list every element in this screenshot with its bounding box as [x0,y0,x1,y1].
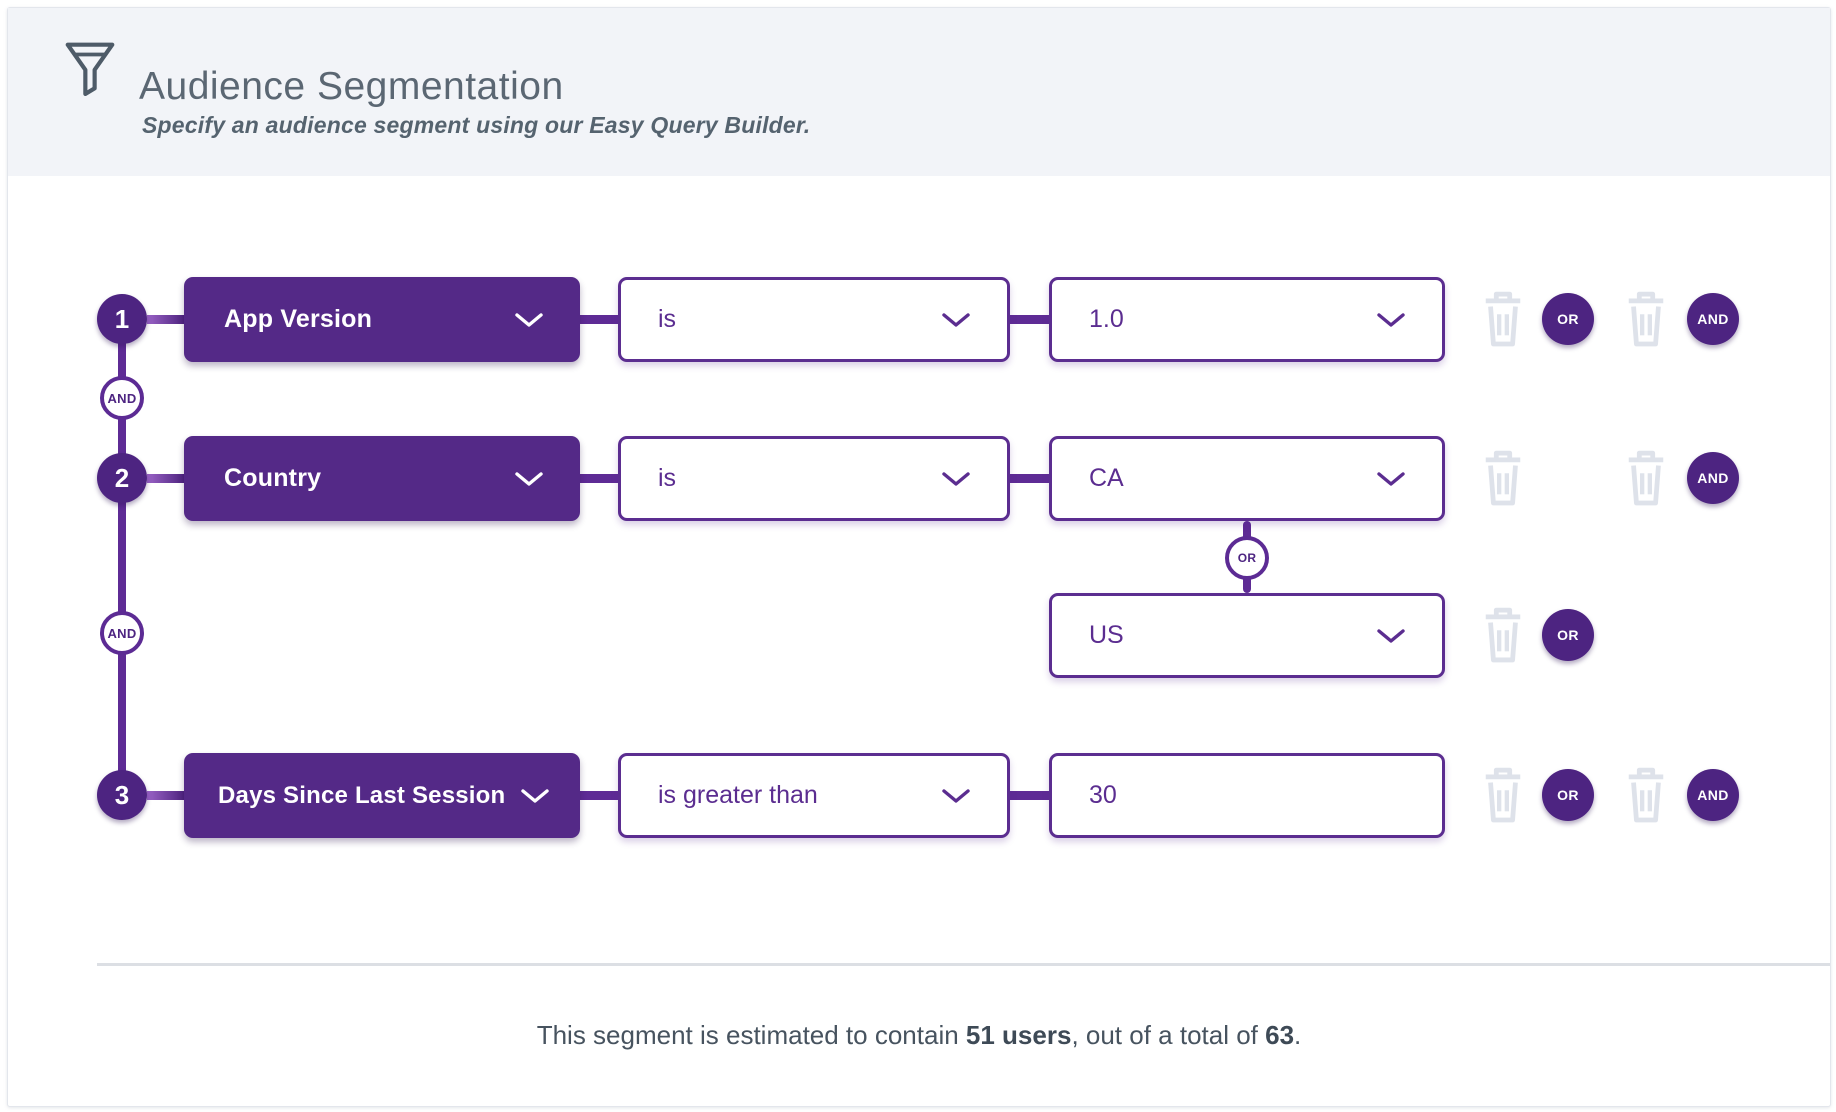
row-1-and-button[interactable]: AND [1687,293,1739,345]
extra-value-or-button[interactable]: OR [1542,609,1594,661]
row-3-value-input[interactable] [1049,753,1445,838]
row-2-delete-or-trash-icon[interactable] [1480,449,1526,509]
row-2-operator-select[interactable]: is [618,436,1010,521]
estimate-total-count: 63 [1265,1020,1295,1050]
row-3-operator-label: is greater than [658,781,818,809]
chevron-down-icon [514,471,544,487]
estimate-middle: , out of a total of [1071,1020,1266,1050]
row-3-field-label: Days Since Last Session [218,781,506,809]
footer-divider [97,963,1830,966]
row-3-operator-select[interactable]: is greater than [618,753,1010,838]
row-2-number-badge: 2 [97,453,147,503]
estimate-users-count: 51 users [965,1020,1072,1050]
row-3-delete-and-trash-icon[interactable] [1623,766,1669,826]
row-2-value-select[interactable]: CA [1049,436,1445,521]
row-1-delete-and-trash-icon[interactable] [1623,290,1669,350]
connector-line [147,315,184,324]
row-2-delete-and-trash-icon[interactable] [1623,449,1669,509]
row-1-field-label: App Version [224,305,373,333]
segment-estimate-text: This segment is estimated to contain 51 … [8,1020,1830,1051]
row-1-or-button[interactable]: OR [1542,293,1594,345]
connector-or-ca-us: OR [1225,536,1269,580]
connector-line [1010,315,1049,324]
row-1-operator-select[interactable]: is [618,277,1010,362]
row-1-operator-label: is [658,305,677,333]
chevron-down-icon [514,312,544,328]
connector-line [580,315,618,324]
chevron-down-icon [1376,628,1406,644]
audience-segmentation-panel: Audience Segmentation Specify an audienc… [7,7,1831,1107]
chevron-down-icon [520,788,550,804]
row-2-extra-value-select[interactable]: US [1049,593,1445,678]
row-3-and-button[interactable]: AND [1687,769,1739,821]
page-title: Audience Segmentation [139,65,564,108]
row-3-or-button[interactable]: OR [1542,769,1594,821]
row-1-delete-or-trash-icon[interactable] [1480,290,1526,350]
row-3-field-select[interactable]: Days Since Last Session [184,753,580,838]
connector-line [1010,474,1049,483]
connector-line [1010,791,1049,800]
chevron-down-icon [941,788,971,804]
chevron-down-icon [1376,471,1406,487]
chevron-down-icon [941,471,971,487]
row-3-number-badge: 3 [97,770,147,820]
row-1-field-select[interactable]: App Version [184,277,580,362]
row-2-operator-label: is [658,464,677,492]
page-subtitle: Specify an audience segment using our Ea… [142,112,811,138]
row-1-value-label: 1.0 [1089,305,1124,333]
funnel-icon [64,41,116,97]
row-3-delete-or-trash-icon[interactable] [1480,766,1526,826]
estimate-prefix: This segment is estimated to contain [536,1020,966,1050]
row-1-number-badge: 1 [97,294,147,344]
estimate-suffix: . [1294,1020,1302,1050]
connector-and-2-3: AND [100,611,144,655]
row-2-value-label: CA [1089,464,1124,492]
rail-line [118,319,126,795]
extra-value-delete-trash-icon[interactable] [1480,606,1526,666]
chevron-down-icon [941,312,971,328]
panel-header: Audience Segmentation Specify an audienc… [8,8,1830,176]
connector-line [580,791,618,800]
row-2-field-label: Country [224,464,322,492]
connector-line [147,791,184,800]
row-2-field-select[interactable]: Country [184,436,580,521]
chevron-down-icon [1376,312,1406,328]
connector-line [580,474,618,483]
row-2-extra-value-label: US [1089,621,1124,649]
connector-and-1-2: AND [100,376,144,420]
connector-line [147,474,184,483]
row-2-and-button[interactable]: AND [1687,452,1739,504]
row-1-value-select[interactable]: 1.0 [1049,277,1445,362]
